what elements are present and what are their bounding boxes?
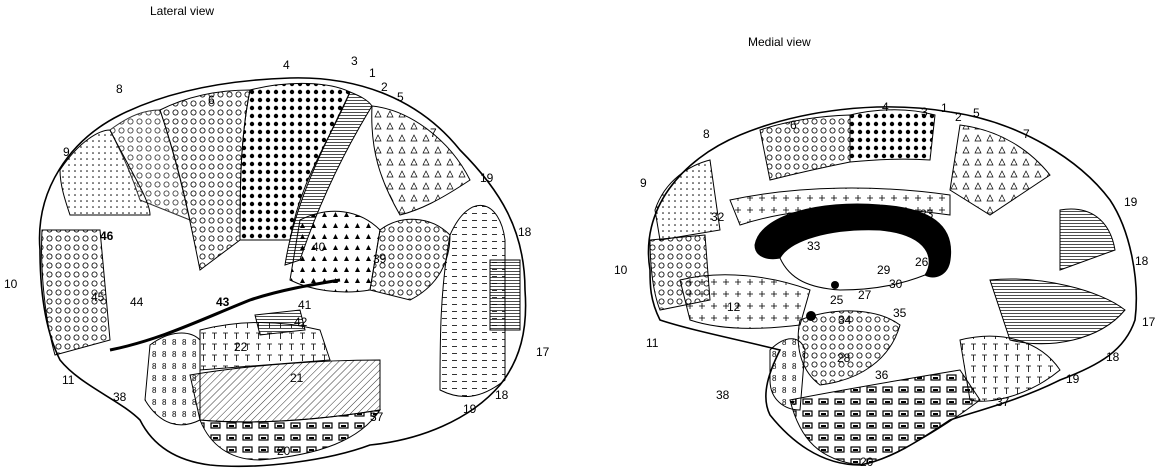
lateral-area-41 <box>254 309 306 336</box>
lateral-label: 41 <box>298 298 312 312</box>
lateral-view: Lateral view <box>38 4 527 468</box>
lateral-label: 19 <box>463 402 477 416</box>
lateral-label: 43 <box>216 295 230 309</box>
medial-label: 20 <box>860 455 874 469</box>
medial-label: 17 <box>1142 315 1156 329</box>
lateral-label: 1 <box>369 66 376 80</box>
lateral-label: 38 <box>113 390 127 404</box>
lateral-label: 7 <box>430 126 437 140</box>
lateral-label: 40 <box>312 240 326 254</box>
lateral-sylvian-fissure <box>109 278 341 352</box>
medial-area-7 <box>949 124 1051 216</box>
lateral-area-38 <box>144 332 201 426</box>
medial-label: 10 <box>614 263 628 277</box>
medial-ventricle <box>779 229 930 291</box>
medial-label: 19 <box>1124 195 1138 209</box>
medial-area-19 <box>1059 208 1116 271</box>
medial-area-12 <box>679 274 811 329</box>
lateral-label: 20 <box>277 444 291 458</box>
medial-area-labels: 4 3 1 2 5 6 8 7 9 32 24 31 23 33 19 10 2… <box>614 100 1156 469</box>
medial-label: 36 <box>875 368 889 382</box>
lateral-label: 45 <box>91 290 105 304</box>
medial-area-25-marker <box>831 281 839 289</box>
medial-label: 24 <box>786 210 800 224</box>
lateral-area-labels: 4 3 1 2 5 6 8 7 9 46 40 39 19 18 10 45 4… <box>4 54 550 458</box>
lateral-label: 19 <box>480 171 494 185</box>
lateral-label: 21 <box>290 371 304 385</box>
lateral-label: 17 <box>536 345 550 359</box>
medial-label: 25 <box>830 293 844 307</box>
lateral-area-21 <box>189 359 381 423</box>
medial-area-34-marker <box>806 311 816 321</box>
medial-label: 1 <box>941 101 948 115</box>
lateral-label: 44 <box>130 295 144 309</box>
lateral-view-title: Lateral view <box>150 4 214 18</box>
medial-label: 28 <box>837 351 851 365</box>
medial-label: 27 <box>858 288 872 302</box>
medial-label: 7 <box>1023 127 1030 141</box>
lateral-area-20 <box>199 409 382 461</box>
lateral-area-9 <box>59 129 151 216</box>
lateral-label: 46 <box>100 229 114 243</box>
medial-view: Medial view <box>647 35 1138 466</box>
lateral-label: 11 <box>62 373 75 387</box>
medial-area-20 <box>789 369 981 466</box>
lateral-area-19 <box>439 205 506 398</box>
medial-label: 34 <box>838 313 852 327</box>
lateral-label: 37 <box>370 410 384 424</box>
lateral-area-7 <box>371 105 471 216</box>
lateral-label: 6 <box>208 93 215 107</box>
medial-label: 4 <box>882 100 889 114</box>
lateral-label: 4 <box>283 58 290 72</box>
medial-label: 19 <box>1066 372 1080 386</box>
medial-label: 37 <box>996 395 1010 409</box>
lateral-label: 2 <box>381 80 388 94</box>
lateral-label: 18 <box>518 225 532 239</box>
medial-label: 23 <box>920 207 934 221</box>
medial-label: 3 <box>921 105 928 119</box>
medial-area-17 <box>989 278 1126 345</box>
medial-area-4 <box>849 109 936 163</box>
medial-label: 2 <box>955 110 962 124</box>
medial-label: 32 <box>711 210 725 224</box>
medial-label: 8 <box>703 127 710 141</box>
medial-label: 18 <box>1135 254 1149 268</box>
medial-label: 11 <box>646 336 659 350</box>
medial-area-38 <box>769 338 806 411</box>
lateral-label: 39 <box>373 252 387 266</box>
lateral-label: 3 <box>351 54 358 68</box>
lateral-label: 18 <box>495 388 509 402</box>
lateral-label: 22 <box>234 340 248 354</box>
medial-label: 33 <box>807 239 821 253</box>
lateral-label: 5 <box>397 90 404 104</box>
medial-label: 29 <box>877 263 891 277</box>
lateral-label: 42 <box>294 315 308 329</box>
medial-label: 12 <box>727 300 741 314</box>
lateral-label: 9 <box>63 145 70 159</box>
medial-area-9 <box>654 159 721 241</box>
lateral-label: 8 <box>116 82 123 96</box>
medial-label: 26 <box>915 255 929 269</box>
medial-label: 9 <box>640 176 647 190</box>
medial-label: 18 <box>1106 350 1120 364</box>
lateral-label: 10 <box>4 277 18 291</box>
medial-area-37 <box>959 335 1061 402</box>
lateral-area-18 <box>489 259 521 331</box>
medial-label: 31 <box>876 210 890 224</box>
medial-label: 35 <box>893 306 907 320</box>
medial-label: 6 <box>790 118 797 132</box>
lateral-area-10 <box>41 229 111 356</box>
medial-view-title: Medial view <box>748 35 811 49</box>
medial-label: 30 <box>889 277 903 291</box>
medial-area-6 <box>759 114 851 181</box>
lateral-brain-outline <box>38 77 527 468</box>
medial-label: 5 <box>973 106 980 120</box>
medial-label: 38 <box>716 388 730 402</box>
